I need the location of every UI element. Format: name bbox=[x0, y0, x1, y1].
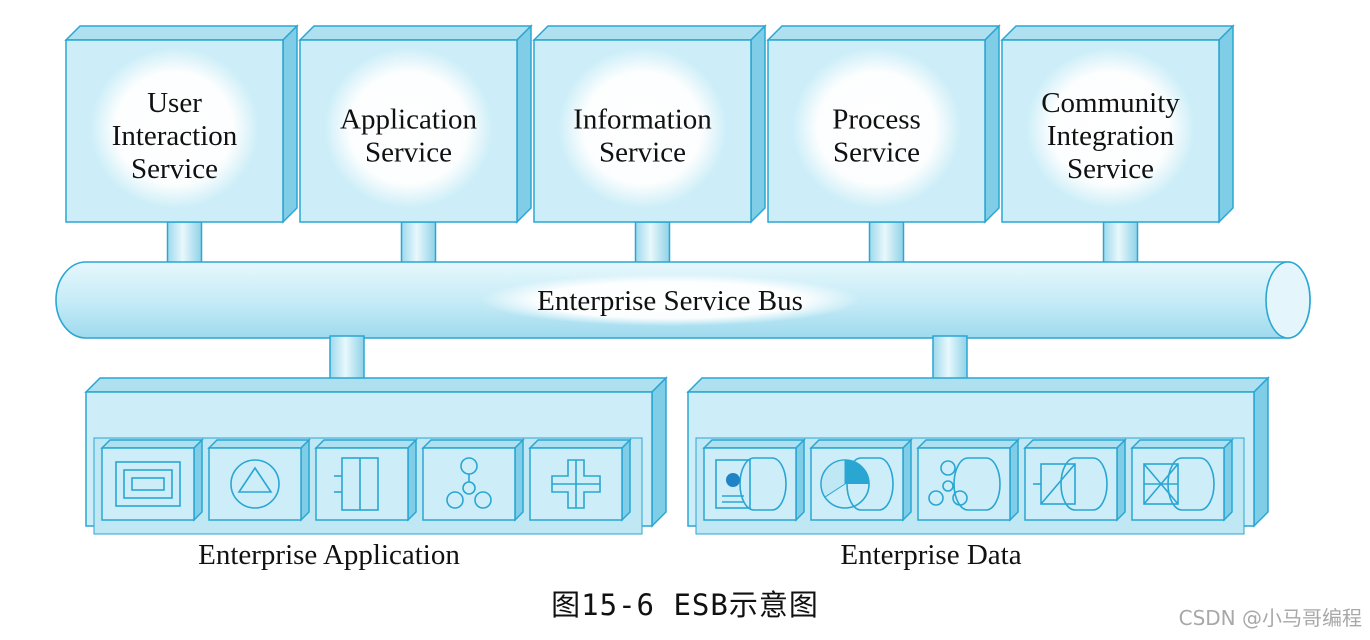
module-box bbox=[1023, 438, 1127, 522]
service-label-line: User bbox=[147, 87, 202, 119]
cross-box-data-icon bbox=[1130, 438, 1234, 522]
box-face bbox=[315, 447, 409, 521]
box-side bbox=[1009, 438, 1019, 522]
service-label-line: Process bbox=[832, 104, 921, 136]
box-face bbox=[101, 447, 195, 521]
module-box bbox=[916, 438, 1020, 522]
box-top bbox=[686, 377, 1270, 393]
module-box bbox=[100, 438, 204, 522]
bus-label: Enterprise Service Bus bbox=[537, 285, 803, 317]
service-label-line: Service bbox=[365, 137, 452, 169]
box-side bbox=[1253, 376, 1269, 528]
box-top bbox=[314, 439, 418, 449]
id-card-data-icon bbox=[702, 438, 806, 522]
module-box bbox=[314, 438, 418, 522]
box-side bbox=[1116, 438, 1126, 522]
box-top bbox=[702, 439, 806, 449]
box-top bbox=[1130, 439, 1234, 449]
box-side bbox=[516, 24, 532, 224]
enterprise-data bbox=[686, 376, 1270, 535]
service-label-line: Information bbox=[573, 104, 712, 136]
box-side bbox=[1218, 24, 1234, 224]
network-icon bbox=[421, 438, 525, 522]
box-top bbox=[421, 439, 525, 449]
enterprise-data-label: Enterprise Data bbox=[840, 539, 1021, 571]
module-box bbox=[421, 438, 525, 522]
service-label-line: Integration bbox=[1047, 120, 1175, 152]
frame-icon bbox=[100, 438, 204, 522]
box-face bbox=[208, 447, 302, 521]
box-top bbox=[64, 25, 299, 41]
enterprise-application bbox=[84, 376, 668, 535]
service-label-line: Community bbox=[1041, 87, 1180, 119]
recycle-icon bbox=[207, 438, 311, 522]
bus-end bbox=[1265, 261, 1311, 339]
service-highlight bbox=[1026, 48, 1195, 208]
box-top bbox=[84, 377, 668, 393]
box-top bbox=[916, 439, 1020, 449]
box-side bbox=[795, 438, 805, 522]
box-top bbox=[207, 439, 311, 449]
box-face bbox=[422, 447, 516, 521]
box-top bbox=[100, 439, 204, 449]
box-top bbox=[532, 25, 767, 41]
box-side bbox=[282, 24, 298, 224]
box-side bbox=[750, 24, 766, 224]
network-data-icon bbox=[916, 438, 1020, 522]
plug-icon bbox=[314, 438, 418, 522]
box-face bbox=[1024, 447, 1118, 521]
box-side bbox=[621, 438, 631, 522]
watermark: CSDN @小马哥编程 bbox=[1178, 606, 1362, 630]
box-top bbox=[766, 25, 1001, 41]
box-side bbox=[514, 438, 524, 522]
pie-data-icon bbox=[809, 438, 913, 522]
box-side bbox=[651, 376, 667, 528]
box-face bbox=[917, 447, 1011, 521]
module-box bbox=[1130, 438, 1234, 522]
service-label-line: Service bbox=[131, 153, 218, 185]
service-label-line: Service bbox=[599, 137, 686, 169]
box-top bbox=[298, 25, 533, 41]
esb-diagram: UserInteractionServiceApplicationService… bbox=[55, 24, 1311, 571]
service-highlight bbox=[324, 48, 493, 208]
box-top bbox=[528, 439, 632, 449]
box-top bbox=[1000, 25, 1235, 41]
cross-icon bbox=[528, 438, 632, 522]
box-side bbox=[300, 438, 310, 522]
figure-caption: 图15-6 ESB示意图 bbox=[551, 588, 819, 622]
service-label-line: Application bbox=[340, 104, 477, 136]
service-highlight bbox=[792, 48, 961, 208]
service-label-line: Interaction bbox=[112, 120, 238, 152]
box-side bbox=[407, 438, 417, 522]
service-label-line: Service bbox=[833, 137, 920, 169]
service-highlight bbox=[90, 48, 259, 208]
diagonal-data-icon bbox=[1023, 438, 1127, 522]
box-side bbox=[193, 438, 203, 522]
box-side bbox=[902, 438, 912, 522]
service-label-line: Service bbox=[1067, 153, 1154, 185]
box-side bbox=[1223, 438, 1233, 522]
box-top bbox=[1023, 439, 1127, 449]
bus-highlight bbox=[480, 274, 860, 326]
box-top bbox=[809, 439, 913, 449]
box-side bbox=[984, 24, 1000, 224]
enterprise-service-bus: Enterprise Service Bus bbox=[55, 261, 1311, 339]
service-highlight bbox=[558, 48, 727, 208]
enterprise-application-label: Enterprise Application bbox=[198, 539, 460, 571]
